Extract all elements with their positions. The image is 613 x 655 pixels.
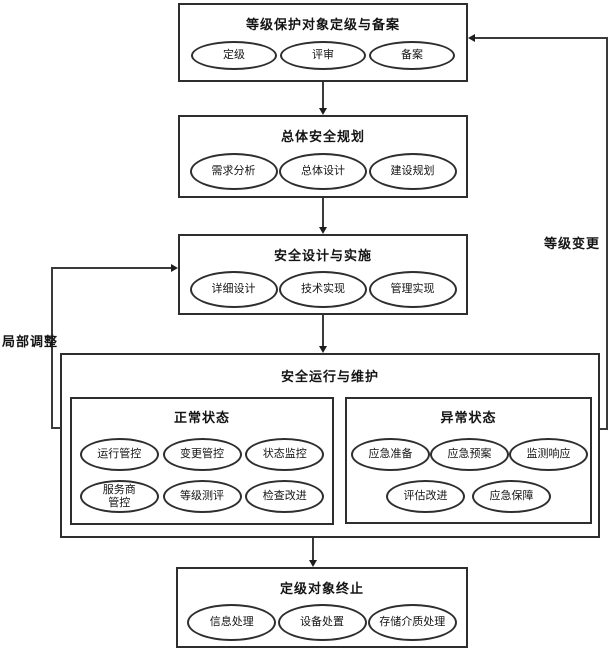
connector-planning-to-design: [322, 198, 324, 228]
node-status-monitoring: 状态监控: [245, 438, 325, 471]
local-adjustment-label: 局部调整: [2, 334, 59, 349]
node-management-implementation: 管理实现: [368, 271, 457, 308]
arrowhead-down-icon: [319, 227, 327, 234]
normal-state-row1: 运行管控 变更管控 状态监控: [72, 438, 332, 471]
abnormal-state-box: 异常状态 应急准备 应急预案 监测响应 评估改进 应急保障: [345, 397, 592, 524]
arrowhead-down-icon: [319, 346, 327, 353]
feedback-local-adjustment-bottom-segment: [51, 427, 61, 429]
node-review: 评审: [280, 41, 366, 70]
arrowhead-down-icon: [309, 560, 317, 567]
feedback-grade-change-vertical-segment: [606, 37, 608, 430]
stage-termination-items: 信息处理 设备处置 存储介质处理: [178, 604, 466, 641]
node-operation-control: 运行管控: [79, 438, 159, 471]
stage-operation-box: 安全运行与维护 正常状态 运行管控 变更管控 状态监控 服务商 管控 等级测评 …: [60, 353, 600, 538]
normal-state-row2: 服务商 管控 等级测评 检查改进: [72, 480, 332, 513]
stage-grading-box: 等级保护对象定级与备案 定级 评审 备案: [178, 3, 468, 82]
abnormal-state-row1: 应急准备 应急预案 监测响应: [347, 438, 590, 471]
node-equipment-disposal: 设备处置: [277, 604, 367, 641]
grade-change-label: 等级变更: [544, 236, 601, 251]
stage-design-box: 安全设计与实施 详细设计 技术实现 管理实现: [178, 234, 468, 315]
node-information-processing: 信息处理: [187, 604, 277, 641]
abnormal-state-row2: 评估改进 应急保障: [347, 480, 590, 513]
node-construction-planning: 建设规划: [368, 153, 457, 190]
node-detailed-design: 详细设计: [189, 271, 278, 308]
stage-design-items: 详细设计 技术实现 管理实现: [180, 271, 466, 308]
connector-operation-to-termination: [312, 538, 314, 561]
stage-termination-title: 定级对象终止: [279, 581, 364, 596]
arrowhead-left-icon: [468, 34, 475, 42]
arrowhead-right-icon: [171, 264, 178, 272]
feedback-grade-change-top-segment: [472, 37, 607, 39]
node-service-provider-control: 服务商 管控: [79, 480, 159, 513]
node-emergency-preparation: 应急准备: [351, 438, 430, 471]
stage-grading-title: 等级保护对象定级与备案: [245, 17, 400, 32]
node-grade-evaluation: 等级测评: [162, 480, 242, 513]
node-monitoring-response: 监测响应: [509, 438, 588, 471]
stage-planning-title: 总体安全规划: [280, 129, 365, 144]
node-grading: 定级: [191, 41, 277, 70]
abnormal-state-title: 异常状态: [440, 410, 497, 425]
node-emergency-support: 应急保障: [472, 480, 551, 513]
feedback-local-adjustment-top-segment: [51, 267, 172, 269]
connector-grading-to-planning: [322, 82, 324, 109]
node-assessment-improvement: 评估改进: [386, 480, 465, 513]
node-filing: 备案: [369, 41, 455, 70]
node-overall-design: 总体设计: [279, 153, 367, 190]
node-inspection-improvement: 检查改进: [245, 480, 325, 513]
stage-grading-items: 定级 评审 备案: [180, 41, 466, 70]
normal-state-box: 正常状态 运行管控 变更管控 状态监控 服务商 管控 等级测评 检查改进: [70, 397, 334, 525]
node-storage-media-processing: 存储介质处理: [367, 604, 457, 641]
feedback-local-adjustment-vertical-segment: [51, 267, 53, 428]
arrowhead-down-icon: [319, 108, 327, 115]
stage-planning-box: 总体安全规划 需求分析 总体设计 建设规划: [178, 115, 468, 198]
stage-termination-box: 定级对象终止 信息处理 设备处置 存储介质处理: [176, 567, 468, 648]
stage-design-title: 安全设计与实施: [273, 248, 372, 263]
node-requirement-analysis: 需求分析: [189, 153, 278, 190]
node-emergency-plan: 应急预案: [430, 438, 509, 471]
stage-planning-items: 需求分析 总体设计 建设规划: [180, 153, 466, 190]
node-technical-implementation: 技术实现: [279, 271, 367, 308]
node-change-control: 变更管控: [162, 438, 242, 471]
stage-operation-title: 安全运行与维护: [280, 369, 379, 384]
normal-state-title: 正常状态: [173, 410, 230, 425]
feedback-grade-change-bottom-segment: [600, 428, 608, 430]
connector-design-to-operation: [322, 315, 324, 347]
